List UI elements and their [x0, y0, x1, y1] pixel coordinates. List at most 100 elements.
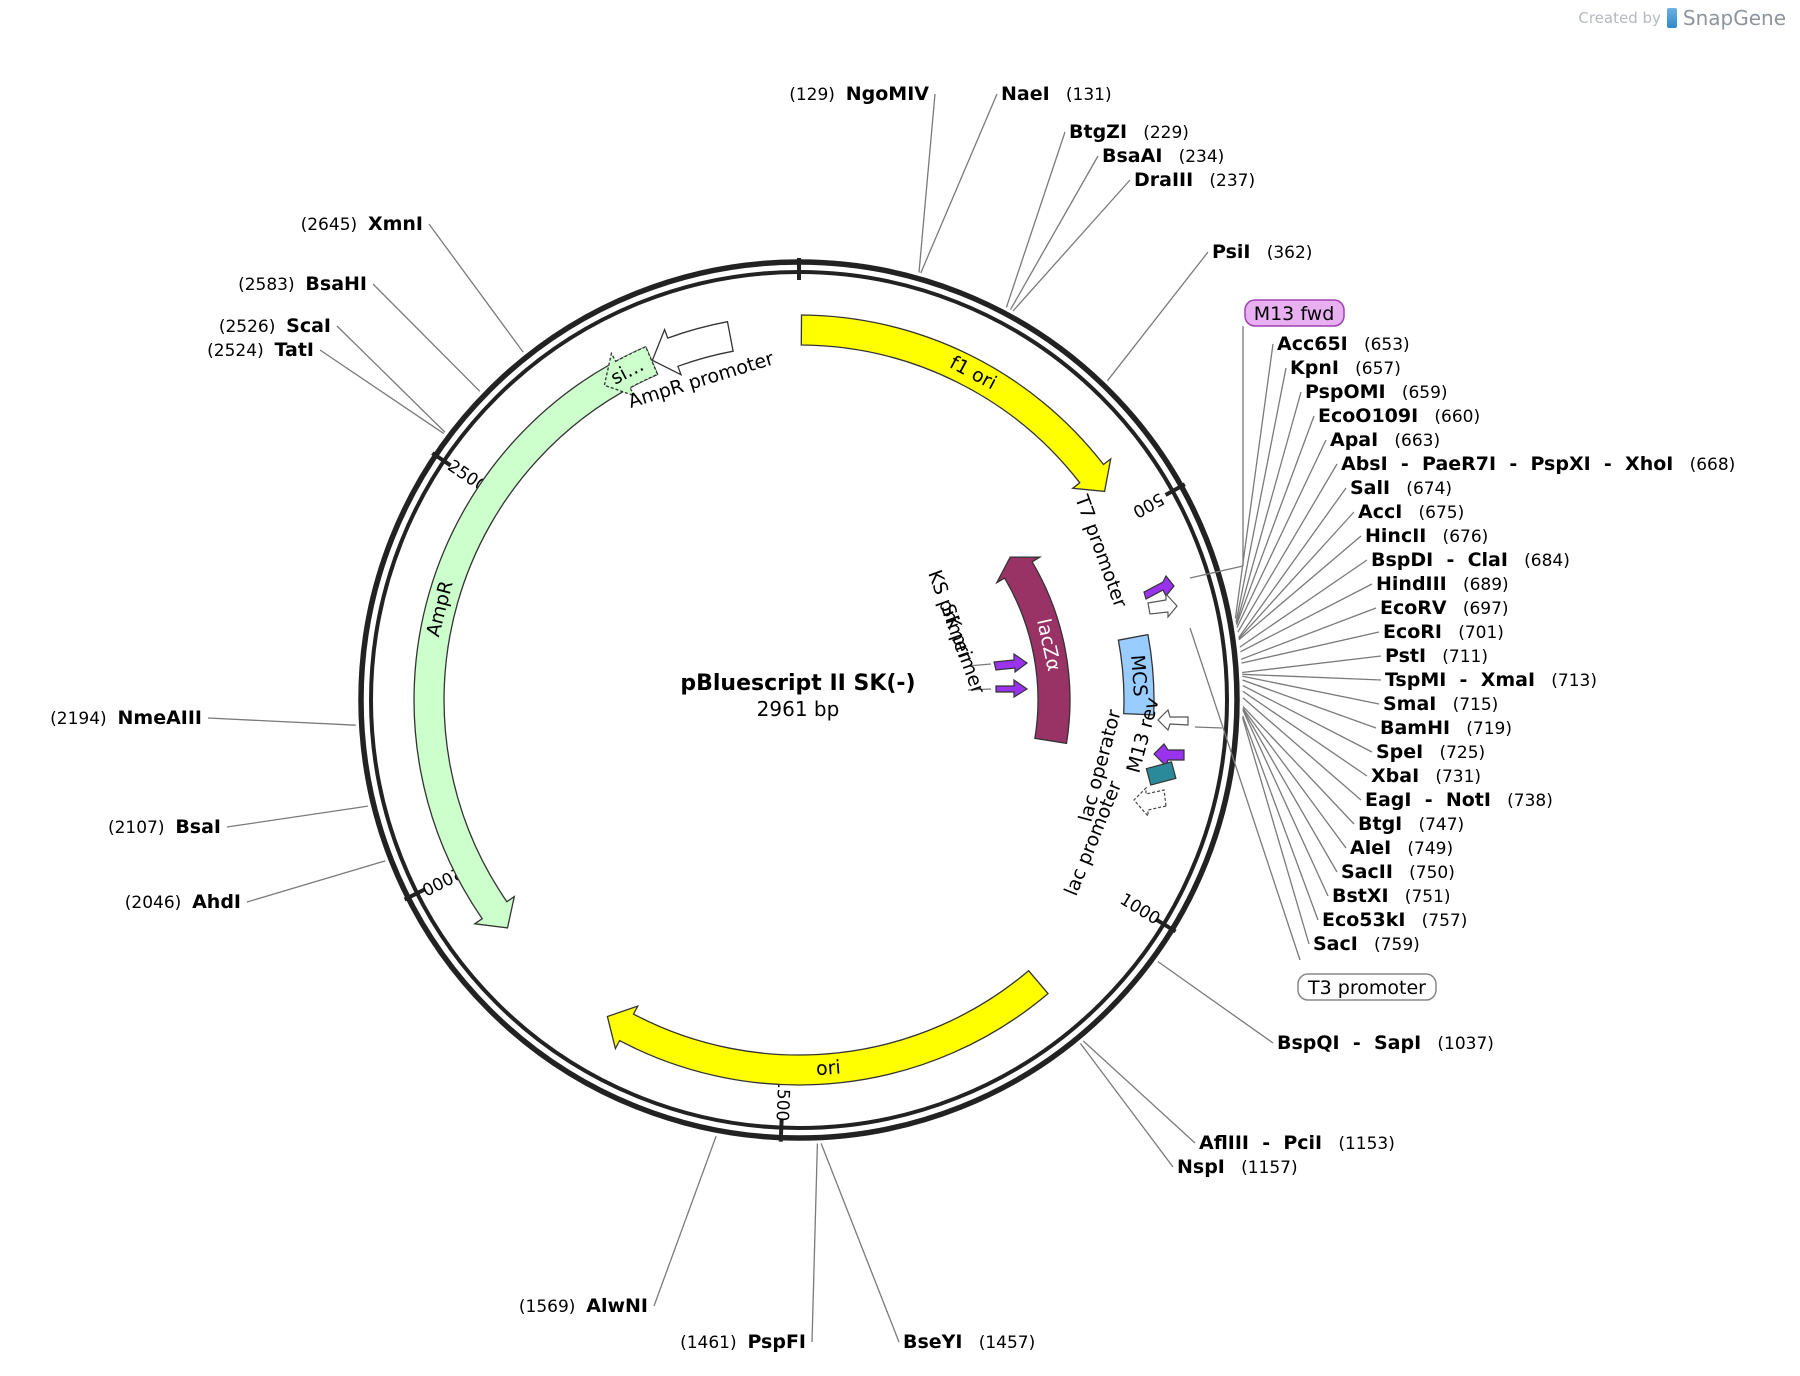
site-label-kpni: KpnI (657)	[1290, 357, 1401, 379]
site-leader-bstxi	[1242, 709, 1329, 897]
feature-ampr-promoter	[651, 320, 734, 377]
label-sk-primer: SK primer	[936, 601, 989, 697]
site-leader-psii	[1106, 251, 1209, 382]
site-leader-nmeaiii	[207, 717, 356, 726]
site-label-btgzi: BtgZI (229)	[1069, 121, 1189, 143]
site-label-absi: AbsI - PaeR7I - PspXI - XhoI (668)	[1341, 453, 1735, 475]
snapgene-logo-icon	[1666, 8, 1677, 28]
label-t7-promoter: T7 promoter	[1070, 491, 1131, 610]
feature-ori	[606, 969, 1049, 1086]
tick-1000	[1155, 918, 1177, 934]
ks-primer-arrow	[993, 652, 1029, 674]
site-leader-sali	[1238, 487, 1347, 639]
site-leader-draiii	[1012, 179, 1131, 312]
site-label-eagi: EagI - NotI (738)	[1365, 789, 1553, 811]
site-label-bspdi: BspDI - ClaI (684)	[1371, 549, 1570, 571]
site-label-ecori: EcoRI (701)	[1383, 621, 1504, 643]
tick-1500	[778, 1119, 784, 1142]
site-label-psti: PstI (711)	[1385, 645, 1488, 667]
site-labels: (129) NgoMIV NaeI (131) BtgZI (229)BsaAI (…	[50, 83, 1735, 1353]
tick-500	[1164, 482, 1186, 497]
lac-operator-box	[1145, 761, 1177, 786]
site-label-smai: SmaI (715)	[1383, 693, 1498, 715]
sk-primer-arrow	[995, 678, 1029, 699]
site-label-afliii: AflIII - PciI (1153)	[1199, 1132, 1395, 1154]
small-features	[967, 565, 1244, 818]
site-label-ngomiv: (129) NgoMIV	[789, 83, 929, 105]
site-leader-acci	[1238, 511, 1355, 640]
credit-prefix: Created by	[1578, 9, 1661, 27]
site-label-bsaai: BsaAI (234)	[1102, 145, 1224, 167]
feature-label-ori: ori	[815, 1056, 841, 1080]
site-leader-xbai	[1242, 690, 1368, 777]
tick-label-1500: 1500	[772, 1078, 794, 1122]
site-leader-hincii	[1238, 535, 1362, 641]
site-leader-eco53ki	[1242, 715, 1319, 921]
site-label-eco53ki: Eco53kI (757)	[1322, 909, 1467, 931]
site-leader-bsai	[226, 805, 368, 828]
site-leader-bsaai	[1009, 155, 1099, 310]
site-leader-absi	[1237, 463, 1338, 633]
site-leader-acc65i	[1234, 343, 1274, 619]
m13-fwd-primer-arrow	[1147, 592, 1178, 619]
site-leader-tati	[319, 349, 445, 435]
site-leader-kpni	[1235, 367, 1287, 623]
site-label-btgi: BtgI (747)	[1358, 813, 1464, 835]
feature-ampr	[413, 345, 659, 929]
site-label-naei: NaeI (131)	[1001, 83, 1112, 105]
site-label-nmeaiii: (2194) NmeAIII	[50, 707, 202, 729]
site-label-bamhi: BamHI (719)	[1380, 717, 1512, 739]
site-leader-psti	[1242, 655, 1382, 674]
m13-fwd-box	[1244, 299, 1345, 327]
t3-promoter-label: T3 promoter	[1307, 977, 1426, 999]
site-leader-ngomiv	[918, 93, 936, 273]
site-leader-ahdi	[246, 860, 386, 903]
m13-fwd-label: M13 fwd	[1254, 303, 1335, 325]
site-label-tati: (2524) TatI	[207, 339, 314, 361]
site-leader-bspqi	[1157, 960, 1274, 1044]
site-leader-xmni	[428, 223, 524, 353]
lac-promoter-arrow	[1153, 743, 1185, 768]
snapgene-credit: Created by SnapGene	[1578, 6, 1786, 30]
site-leader-scai	[336, 325, 446, 433]
feature-label-mcs: MCS	[1126, 654, 1151, 697]
t7-promoter-arrow	[1143, 574, 1175, 600]
site-leader-smai	[1242, 675, 1380, 705]
tick-2500	[431, 451, 452, 468]
site-label-pspfi: (1461) PspFI	[680, 1331, 806, 1353]
site-leader-alei	[1242, 707, 1347, 849]
site-label-xmni: (2645) XmnI	[301, 213, 423, 235]
site-label-alwni: (1569) AlwNI	[519, 1295, 648, 1317]
site-leader-tspmi	[1242, 673, 1382, 681]
site-label-bsai: (2107) BsaI	[108, 816, 221, 838]
boxed-labels: M13 fwd T3 promoter	[1189, 299, 1437, 1001]
plasmid-name: pBluescript II SK(-)	[680, 671, 915, 696]
site-label-spei: SpeI (725)	[1376, 741, 1485, 763]
site-leader-hindiii	[1240, 583, 1373, 653]
site-label-bseyi: BseYI (1457)	[903, 1331, 1035, 1353]
t3-promoter-box	[1297, 973, 1437, 1001]
site-leader-bspdi	[1239, 559, 1368, 648]
site-leader-apai	[1236, 439, 1327, 628]
site-leader-afliii	[1082, 1040, 1196, 1144]
site-label-scai: (2526) ScaI	[219, 315, 331, 337]
feature-lacz	[995, 556, 1071, 745]
site-label-alei: AleI (749)	[1350, 837, 1453, 859]
site-leader-btgi	[1242, 705, 1355, 825]
site-label-bstxi: BstXI (751)	[1332, 885, 1451, 907]
site-leader-bamhi	[1242, 679, 1377, 729]
site-label-tspmi: TspMI - XmaI (713)	[1385, 669, 1597, 691]
site-label-ecoo109i: EcoO109I (660)	[1318, 405, 1480, 427]
site-label-hincii: HincII (676)	[1365, 525, 1488, 547]
site-label-sacii: SacII (750)	[1341, 861, 1455, 883]
site-label-saci: SacI (759)	[1313, 933, 1420, 955]
feature-si	[603, 345, 659, 397]
site-label-acc65i: Acc65I (653)	[1277, 333, 1410, 355]
site-leader-naei	[920, 93, 998, 274]
plasmid-size: 2961 bp	[757, 697, 840, 721]
credit-brand: SnapGene	[1682, 6, 1786, 30]
site-leader-btgzi	[1005, 131, 1066, 308]
site-leader-pspfi	[811, 1143, 819, 1343]
plasmid-center-title: pBluescript II SK(-) 2961 bp	[680, 671, 915, 721]
